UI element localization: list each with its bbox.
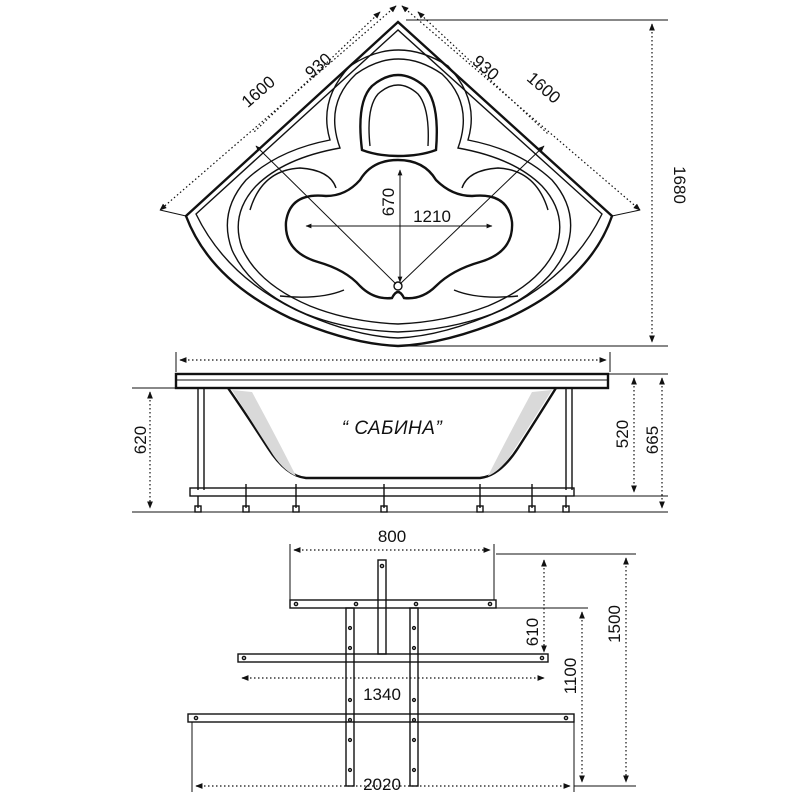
label-top-bar: 800	[378, 527, 406, 546]
label-bottom-bar: 2020	[363, 775, 401, 794]
label-middle-bar: 1340	[363, 685, 401, 704]
label-height-legs: 665	[643, 426, 662, 454]
label-inner-left: 930	[301, 49, 335, 82]
label-side-left: 1600	[238, 72, 279, 111]
label-bowl-width: 1210	[413, 207, 451, 226]
bowl-profile-shade-r	[488, 390, 552, 476]
side-view: “ САБИНА” 620 520 665	[131, 352, 668, 513]
rim	[174, 372, 610, 390]
frame-bar-top	[289, 599, 497, 609]
top-view: 1600 930 930 1600 1680 1210 670	[159, 5, 689, 348]
ext-right	[611, 209, 641, 217]
frame-upright-left	[345, 607, 355, 787]
label-side-right: 1600	[523, 68, 564, 107]
frame-upright-right	[409, 607, 419, 787]
headrest-inner	[368, 84, 429, 147]
bowl-profile	[227, 387, 558, 480]
tub-rim	[195, 29, 603, 339]
bowl-profile-shade	[232, 390, 296, 476]
frame-bar-bottom	[187, 713, 575, 723]
label-inner-right: 930	[469, 51, 503, 84]
label-depth: 1680	[670, 166, 689, 204]
headrest	[359, 73, 438, 158]
frame-center-rail	[377, 559, 387, 655]
frame-view: 800 1340 2020 610 1100 1500	[187, 527, 636, 794]
bowl	[284, 158, 514, 300]
label-offset-small: 610	[523, 618, 542, 646]
label-bowl-depth: 670	[379, 188, 398, 216]
label-offset-mid: 1100	[561, 658, 580, 695]
dim-line-930-right	[417, 11, 549, 135]
right-lower-swirl	[453, 289, 519, 298]
ext-left	[159, 209, 187, 217]
model-name: “ САБИНА”	[342, 418, 444, 439]
dim-line-930-left	[253, 11, 381, 133]
tub-outline	[184, 20, 614, 348]
frame-bar-middle	[237, 653, 549, 663]
label-offset-large: 1500	[605, 605, 624, 643]
left-lower-swirl	[279, 289, 345, 298]
base-frame-bar	[189, 487, 575, 497]
tub-inner-body-2	[237, 58, 561, 325]
label-total-height: 620	[131, 426, 150, 454]
label-bowl-depth-side: 520	[613, 420, 632, 448]
